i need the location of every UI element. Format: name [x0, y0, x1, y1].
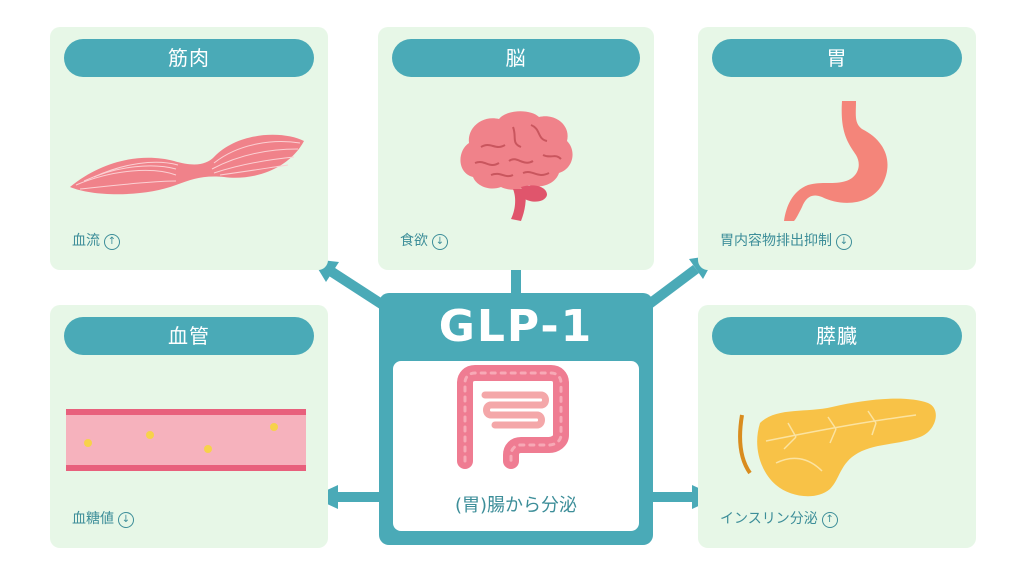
stomach-label: 胃	[712, 39, 962, 77]
blood-vessel-icon	[66, 409, 306, 471]
muscle-label: 筋肉	[64, 39, 314, 77]
pancreas-card: 膵臓 インスリン分泌↑	[698, 305, 976, 548]
arrow-down-icon: ↓	[836, 234, 852, 250]
glp1-caption: (胃)腸から分泌	[454, 495, 578, 516]
vessel-card: 血管 血糖値↓	[50, 305, 328, 548]
pancreas-label: 膵臓	[712, 317, 962, 355]
brain-effect: 食欲↓	[400, 230, 448, 250]
vessel-effect: 血糖値↓	[72, 508, 134, 528]
muscle-icon	[70, 134, 304, 195]
brain-card: 脳 食欲↓	[378, 27, 654, 270]
brain-icon	[460, 111, 573, 221]
glp1-inner-panel: (胃)腸から分泌	[393, 361, 639, 531]
intestine-icon	[457, 365, 569, 469]
stomach-effect: 胃内容物排出抑制↓	[720, 230, 852, 250]
pancreas-icon	[738, 398, 936, 497]
vessel-label: 血管	[64, 317, 314, 355]
arrow-up-icon: ↑	[821, 512, 838, 528]
arrow-down-icon: ↓	[432, 234, 448, 250]
stomach-icon	[784, 101, 888, 221]
glp1-box: GLP-1 (胃)腸から分泌	[379, 293, 653, 545]
arrow-up-icon: ↑	[104, 234, 120, 250]
muscle-effect: 血流↑	[72, 230, 120, 250]
arrow-down-icon: ↓	[118, 512, 134, 528]
brain-label: 脳	[392, 39, 640, 77]
stomach-card: 胃 胃内容物排出抑制↓	[698, 27, 976, 270]
pancreas-effect: インスリン分泌↑	[720, 508, 838, 528]
glp1-title: GLP-1	[438, 301, 594, 352]
muscle-card: 筋肉 血流↑	[50, 27, 328, 270]
